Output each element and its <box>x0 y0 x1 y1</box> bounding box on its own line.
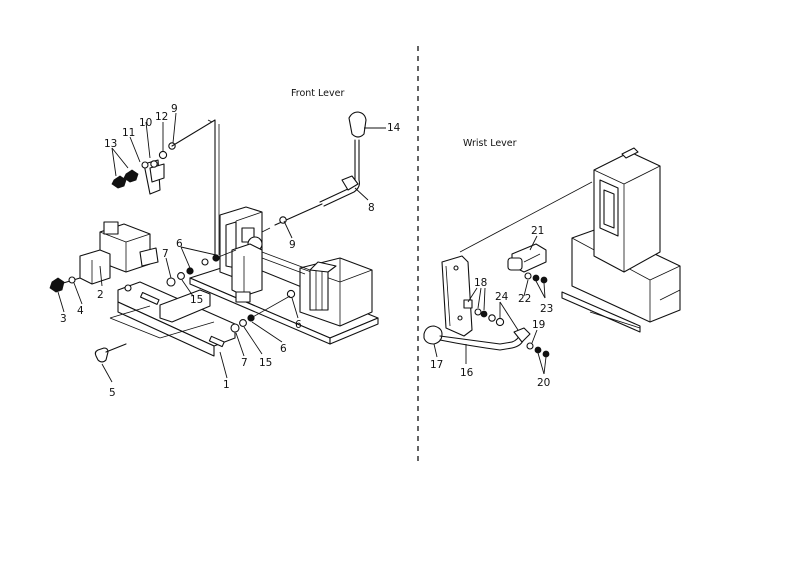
front-lever-column <box>219 206 311 303</box>
callout-19: 19 <box>532 319 545 331</box>
wrist-washers-19-20 <box>526 342 550 358</box>
callout-12: 12 <box>155 111 168 123</box>
callout-21: 21 <box>531 225 544 237</box>
callout-18: 18 <box>474 277 487 289</box>
wrist-lever-title: Wrist Lever <box>463 138 517 149</box>
wrist-lever-arm <box>423 325 531 351</box>
wrist-washers-22-23 <box>524 272 548 284</box>
wrist-bracket-21 <box>507 243 547 273</box>
callout-numbers: 14 8 9 9 12 10 11 13 6 7 15 2 4 3 5 1 7 … <box>60 103 553 399</box>
wrist-lever-console <box>561 147 681 333</box>
callout-20: 20 <box>537 377 550 389</box>
callout-3: 3 <box>60 313 67 325</box>
front-bolt-5 <box>94 343 127 363</box>
front-lever-title: Front Lever <box>291 88 344 99</box>
callout-24: 24 <box>495 291 509 303</box>
callout-23: 23 <box>540 303 553 315</box>
callout-13: 13 <box>104 138 117 150</box>
callout-2: 2 <box>97 289 104 301</box>
callout-10: 10 <box>139 117 152 129</box>
wrist-side-plate <box>441 181 593 337</box>
left-mounting-block <box>49 221 159 293</box>
wrist-fasteners-18-24 <box>463 299 505 327</box>
callout-9-front: 9 <box>289 239 296 251</box>
front-callout-leaders <box>57 112 386 383</box>
callout-22: 22 <box>518 293 531 305</box>
lower-lever-plate <box>109 281 236 357</box>
callout-8: 8 <box>368 202 375 214</box>
callout-7-lower: 7 <box>241 357 248 369</box>
callout-9-top: 9 <box>171 103 178 115</box>
callout-5: 5 <box>109 387 116 399</box>
callout-11: 11 <box>122 127 135 139</box>
callout-6-lower: 6 <box>280 343 287 355</box>
callout-1: 1 <box>223 379 230 391</box>
callout-6-right: 6 <box>295 319 302 331</box>
callout-6-upper: 6 <box>176 238 183 250</box>
wrist-callout-leaders <box>433 235 547 375</box>
callout-4: 4 <box>77 305 84 317</box>
upper-lever-bracket-parts <box>111 119 220 256</box>
callout-16: 16 <box>460 367 474 379</box>
callout-17: 17 <box>430 359 443 371</box>
callout-15-lower: 15 <box>259 357 272 369</box>
callout-15-upper: 15 <box>190 294 203 306</box>
callout-7-upper: 7 <box>162 248 169 260</box>
front-lever-knob-assembly <box>261 111 367 233</box>
callout-14: 14 <box>387 122 401 134</box>
